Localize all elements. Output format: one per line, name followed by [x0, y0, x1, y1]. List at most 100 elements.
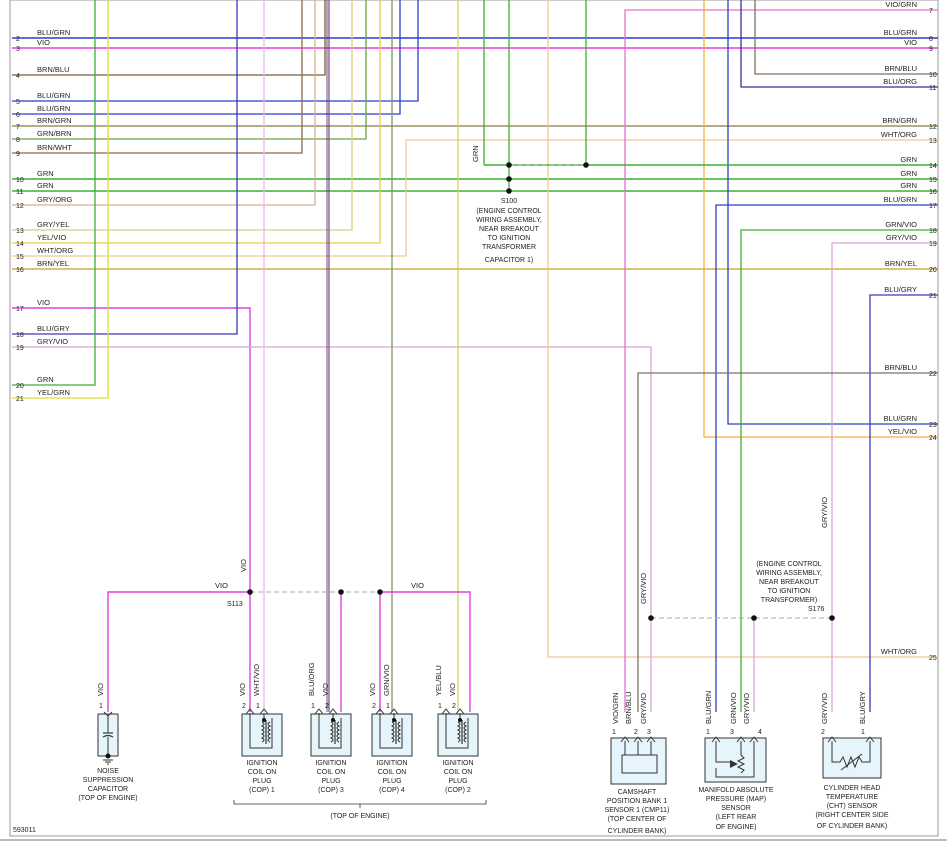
right-connector-pin: 15	[929, 177, 937, 184]
pin-number: 2	[821, 729, 825, 736]
splice-desc: TRANSFORMER	[482, 244, 536, 251]
ground-dot	[105, 753, 111, 759]
junction-dot	[458, 718, 462, 722]
left-connector-pin: 9	[16, 151, 20, 158]
diagram-frame	[9, 0, 939, 837]
right-connector-pin: 13	[929, 138, 937, 145]
splice-id: S113	[227, 601, 243, 608]
sensor-body	[822, 737, 882, 779]
pin-number: 1	[386, 703, 390, 710]
component-label: PLUG	[382, 778, 401, 785]
component-label: OF ENGINE)	[716, 824, 757, 831]
left-wire-label: WHT/ORG	[37, 246, 73, 255]
splice-desc: WIRING ASSEMBLY,	[476, 217, 542, 224]
pin-wire-label: WHT/VIO	[252, 664, 261, 696]
pin-wire-label: VIO	[238, 683, 247, 696]
left-wire-label: GRY/VIO	[37, 337, 68, 346]
component-label: PLUG	[448, 778, 467, 785]
component-label: POSITION BANK 1	[607, 798, 667, 805]
left-wire-label: BRN/BLU	[37, 65, 70, 74]
right-connector-pin: 22	[929, 371, 937, 378]
wire-left-4	[12, 0, 326, 76]
coil-body	[437, 713, 479, 757]
wire-left-13	[12, 0, 353, 231]
right-connector-pin: 20	[929, 267, 937, 274]
component-label: SENSOR 1 (CMP11)	[605, 807, 670, 814]
right-connector-pin: 10	[929, 72, 937, 79]
left-connector-pin: 2	[16, 36, 20, 43]
wire-right-19	[831, 242, 938, 618]
wire-left-9	[12, 0, 303, 154]
component-label: (TOP CENTER OF	[608, 816, 667, 823]
capacitor-plate	[102, 734, 114, 738]
pin-wire-label: GRY/VIO	[820, 693, 829, 724]
pin-number: 1	[706, 729, 710, 736]
right-wire-label: BRN/BLU	[884, 363, 917, 372]
left-connector-pin: 3	[16, 46, 20, 53]
component-label: (CHT) SENSOR	[827, 803, 878, 810]
right-wire-label: VIO	[904, 38, 917, 47]
left-wire-label: BLU/GRN	[37, 91, 70, 100]
connector-pin-icon	[375, 708, 399, 715]
wire-left-20	[12, 0, 96, 386]
left-connector-pin: 17	[16, 306, 24, 313]
right-wire-label: BLU/GRN	[884, 414, 917, 423]
splice-desc: NEAR BREAKOUT	[759, 579, 820, 586]
pin-number: 1	[612, 729, 616, 736]
left-connector-pin: 4	[16, 73, 20, 80]
splice-id: S176	[808, 606, 824, 613]
wire-right-11	[740, 0, 938, 88]
wire-left-18	[12, 0, 238, 335]
left-connector-pin: 10	[16, 177, 24, 184]
wire-left-21	[12, 0, 109, 399]
left-connector-pin: 20	[16, 383, 24, 390]
wire-vio-cop4-cop2	[379, 591, 471, 712]
wiper-arrow-icon	[730, 760, 738, 768]
pin-wire-label: VIO	[368, 683, 377, 696]
left-wire-label: VIO	[37, 298, 50, 307]
pin-wire-label: YEL/BLU	[434, 665, 443, 696]
coil-winding-icon	[397, 721, 402, 743]
connector-pin-icon	[711, 736, 759, 743]
coil-winding-icon	[463, 721, 468, 743]
right-wire-labels: 7VIO/GRN8BLU/GRN9VIO10BRN/BLU11BLU/ORG12…	[881, 0, 937, 662]
component-label: NOISE	[97, 768, 119, 775]
right-wire-label: GRN	[900, 181, 917, 190]
component-label: COIL ON	[378, 769, 407, 776]
splice-desc: (ENGINE CONTROL	[756, 561, 821, 568]
splice-s113: VIO VIO VIO S113	[107, 559, 471, 712]
connector-pin-icon	[620, 736, 656, 743]
left-connector-pin: 5	[16, 99, 20, 106]
coil-winding-icon	[260, 721, 265, 743]
wire-vio-cap	[107, 591, 250, 712]
component-label: CAMSHAFT	[618, 789, 657, 796]
left-connector-pin: 18	[16, 332, 24, 339]
wire-right-10	[754, 0, 938, 75]
coil-winding-icon	[456, 721, 461, 743]
splice-id: S100	[501, 198, 517, 205]
left-wire-label: BLU/GRN	[37, 28, 70, 37]
left-wire-label: BRN/GRN	[37, 116, 72, 125]
splice-desc: (ENGINE CONTROL	[476, 208, 541, 215]
splice-desc: CAPACITOR 1)	[485, 257, 533, 264]
wire-left-17	[12, 307, 251, 592]
pin-number: 1	[438, 703, 442, 710]
left-wire-label: YEL/VIO	[37, 233, 66, 242]
wire-left-6	[12, 0, 401, 115]
left-wire-label: BRN/YEL	[37, 259, 69, 268]
wire-right-25	[547, 0, 938, 658]
wire-right-18	[740, 229, 938, 712]
splice-dot	[506, 176, 512, 182]
left-wire-label: BLU/GRY	[37, 324, 70, 333]
pin-number: 2	[372, 703, 376, 710]
right-wire-label: WHT/ORG	[881, 647, 917, 656]
left-wire-label: GRN/BRN	[37, 129, 72, 138]
right-wire-label: BRN/YEL	[885, 259, 917, 268]
right-connector-pin: 14	[929, 163, 937, 170]
left-wire-label: GRN	[37, 181, 54, 190]
pin-wire-label: BLU/ORG	[307, 662, 316, 696]
wire-left-5	[12, 0, 419, 102]
camshaft-position-sensor: VIO/GRN BRN/BLU GRY/VIO 1 2 3 CAMSHAFT P…	[605, 691, 670, 835]
left-connector-pin: 8	[16, 137, 20, 144]
